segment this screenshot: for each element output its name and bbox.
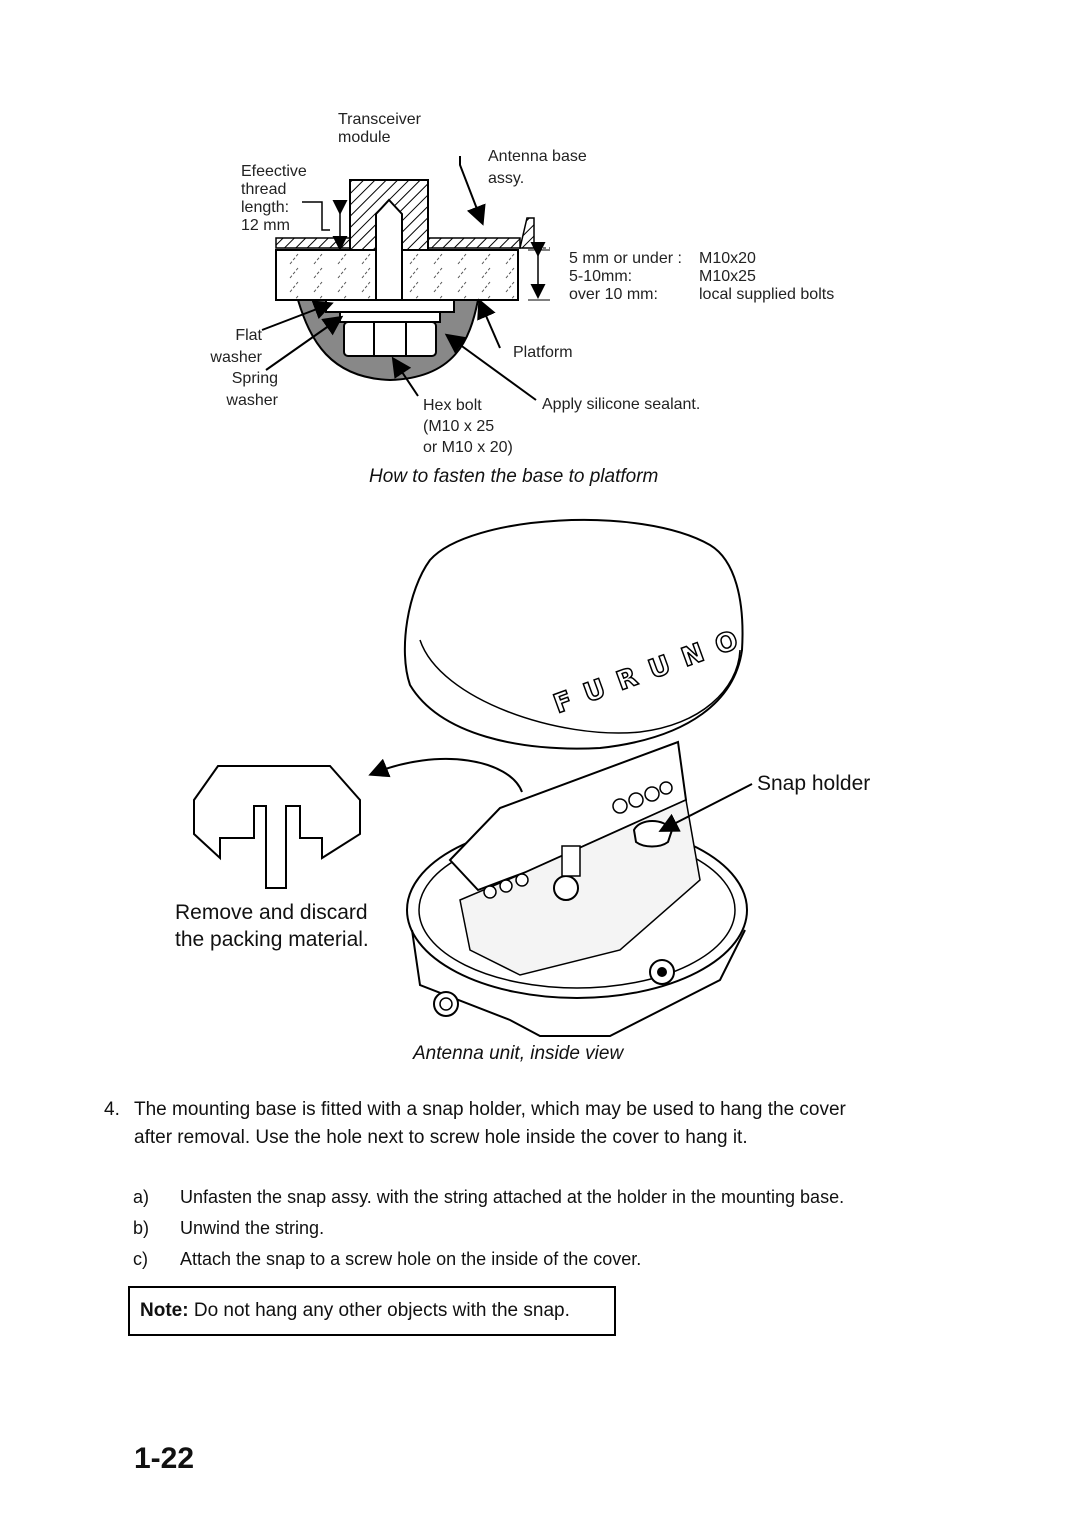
platform-slab — [275, 249, 377, 301]
radome-cover — [403, 518, 744, 750]
bolt-shaft — [375, 198, 403, 301]
label-hex-bolt: Hex bolt (M10 x 25 or M10 x 20) — [423, 397, 513, 456]
hex-nut — [343, 321, 437, 357]
snap-holder-part — [632, 820, 674, 848]
page-number: 1-22 — [134, 1442, 195, 1475]
figure-caption-inside-view: Antenna unit, inside view — [413, 1043, 624, 1064]
label-spring-washer: Spring washer — [226, 370, 278, 409]
label-transceiver-module: Transceiver module — [338, 111, 421, 146]
note-body: Do not hang any other objects with the s… — [188, 1300, 570, 1321]
bolt-row: over 10 mm:local supplied bolts — [569, 286, 835, 303]
note-box: Note: Do not hang any other objects with… — [128, 1286, 616, 1336]
label-snap-holder: Snap holder — [757, 772, 871, 795]
list-item: a)Unfasten the snap assy. with the strin… — [133, 1187, 845, 1207]
figure-caption-fastening: How to fasten the base to platform — [369, 466, 659, 487]
label-antenna-base-assy: Antenna base assy. — [488, 148, 587, 187]
step-number: 4. — [104, 1099, 120, 1120]
label-silicone-sealant: Apply silicone sealant. — [542, 396, 701, 413]
note-text: Note: Do not hang any other objects with… — [140, 1300, 570, 1322]
bolt-row: 5 mm or under :M10x20 — [569, 250, 756, 267]
step-text-line2: after removal. Use the hole next to scre… — [134, 1127, 748, 1148]
label-platform: Platform — [513, 344, 573, 361]
list-item: b)Unwind the string. — [133, 1218, 325, 1238]
note-label: Note: — [140, 1300, 189, 1321]
step-text-line1: The mounting base is fitted with a snap … — [134, 1099, 846, 1120]
label-flat-washer: Flat washer — [210, 327, 262, 366]
step-4: 4. The mounting base is fitted with a sna… — [104, 1096, 846, 1152]
bolt-row: 5-10mm:M10x25 — [569, 268, 756, 285]
label-remove-packing: Remove and discard the packing material. — [175, 901, 369, 951]
substep-list: a)Unfasten the snap assy. with the strin… — [133, 1182, 844, 1275]
bolt-size-table: 5 mm or under :M10x20 5-10mm:M10x25 over… — [569, 250, 834, 304]
packing-material — [193, 765, 361, 889]
list-item: c)Attach the snap to a screw hole on the… — [133, 1249, 642, 1269]
label-effective-thread-length: Efeective thread length: 12 mm — [241, 163, 307, 234]
